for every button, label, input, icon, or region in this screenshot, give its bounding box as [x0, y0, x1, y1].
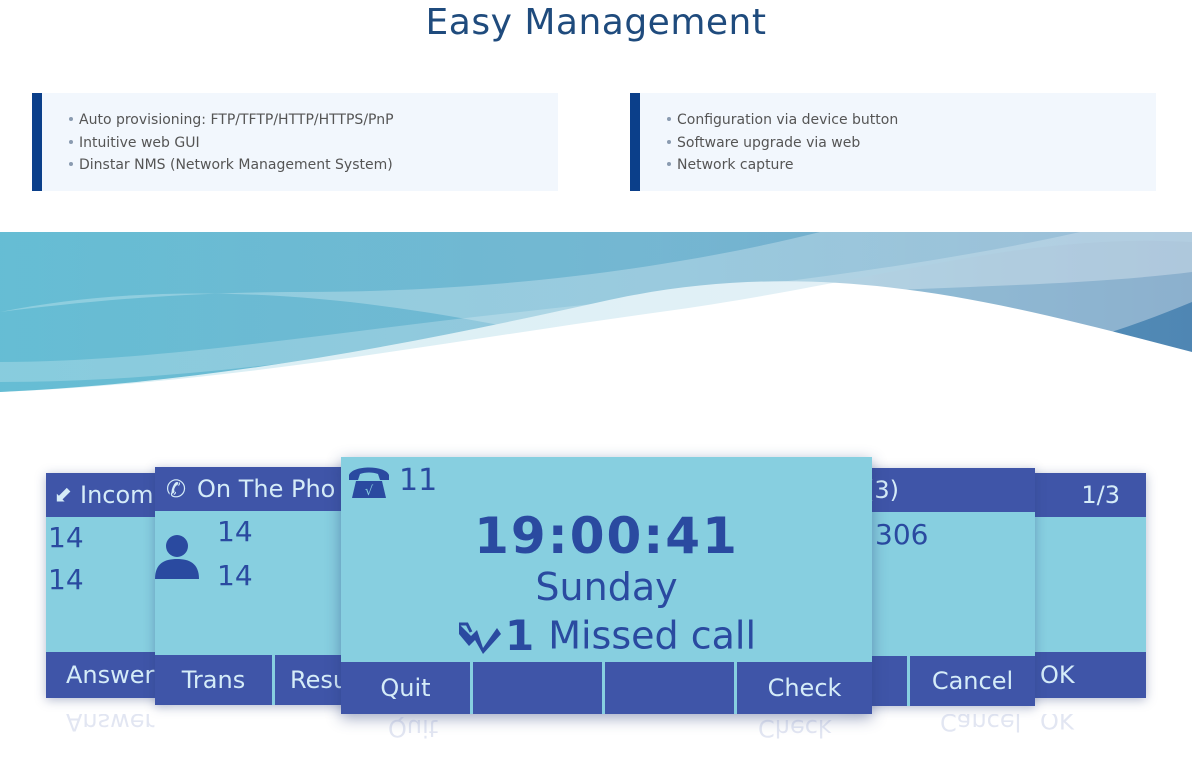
ok-softkey[interactable]: OK — [1040, 661, 1075, 689]
softkey-bar: Answer — [46, 652, 166, 698]
missed-call-count: 1 — [504, 611, 535, 660]
missed-call-label: Missed call — [548, 613, 757, 658]
feature-item: Dinstar NMS (Network Management System) — [69, 154, 558, 177]
softkey-bar: Quit Check — [341, 662, 872, 714]
softkey-empty[interactable] — [845, 656, 910, 706]
screen-line: 14 — [217, 559, 253, 592]
check-softkey[interactable]: Check — [767, 674, 842, 702]
feature-item: Configuration via device button — [667, 109, 1156, 132]
missed-call-line: 1 Missed call — [341, 611, 872, 660]
incoming-call-screen: ⬋ Incom 14 14 Answer — [46, 473, 166, 698]
day-of-week: Sunday — [535, 565, 678, 609]
reflection-text: Quit — [388, 714, 439, 742]
trans-softkey[interactable]: Trans — [155, 655, 275, 705]
page-title: Easy Management — [425, 2, 767, 43]
page-indicator: 1/3 — [1081, 481, 1120, 509]
contact-icon — [155, 535, 199, 579]
screen-header: (3) — [845, 468, 1035, 512]
phone-registered-icon: √ — [349, 467, 389, 499]
missed-call-icon — [457, 618, 501, 654]
resume-softkey[interactable]: Resu — [290, 666, 349, 694]
reflection-text: Cancel — [940, 714, 1022, 736]
account-number: 11 — [399, 463, 438, 498]
reflection-text: OK — [1040, 714, 1075, 734]
softkey-bar: Cancel — [845, 656, 1035, 706]
on-the-phone-screen: ✆ On The Pho 14 14 Trans Resu — [155, 467, 355, 705]
screen-line: 14 — [48, 521, 84, 554]
answer-softkey[interactable]: Answer — [66, 661, 155, 689]
idle-screen: √ 11 19:00:41 Sunday 1 Missed call Quit C… — [341, 457, 872, 714]
screen-line: 14 — [48, 563, 84, 596]
screen-line: 14 — [217, 515, 253, 548]
header-title: On The Pho — [197, 475, 336, 503]
wave-banner — [0, 232, 1192, 432]
clock-time: 19:00:41 — [474, 507, 739, 565]
handset-icon: ✆ — [165, 475, 187, 503]
feature-list-left: Auto provisioning: FTP/TFTP/HTTP/HTTPS/P… — [32, 93, 558, 191]
reflection-text: Answer — [66, 714, 155, 736]
feature-list-right: Configuration via device button Software… — [630, 93, 1156, 191]
softkey-empty[interactable] — [473, 662, 605, 714]
feature-item: Intuitive web GUI — [69, 132, 558, 155]
svg-text:√: √ — [365, 484, 374, 499]
quit-softkey[interactable]: Quit — [341, 662, 473, 714]
screen-header: 1/3 — [1028, 473, 1146, 517]
feature-item: Software upgrade via web — [667, 132, 1156, 155]
call-history-screen: (3) 306 Cancel — [845, 468, 1035, 706]
screen-header: ⬋ Incom — [46, 473, 166, 517]
softkey-bar: Trans Resu — [155, 655, 355, 705]
softkey-empty[interactable] — [605, 662, 737, 714]
header-title: Incom — [80, 481, 154, 509]
feature-item: Auto provisioning: FTP/TFTP/HTTP/HTTPS/P… — [69, 109, 558, 132]
screen-header: ✆ On The Pho — [155, 467, 355, 511]
menu-screen: 1/3 OK — [1028, 473, 1146, 698]
cancel-softkey[interactable]: Cancel — [931, 667, 1014, 695]
reflection-text: Check — [758, 714, 832, 742]
screen-reflection: Answer Quit Check Cancel OK — [46, 714, 1146, 754]
feature-item: Network capture — [667, 154, 1156, 177]
softkey-bar: OK — [1028, 652, 1146, 698]
incoming-call-icon: ⬋ — [53, 482, 73, 508]
screen-line: 306 — [875, 518, 929, 551]
